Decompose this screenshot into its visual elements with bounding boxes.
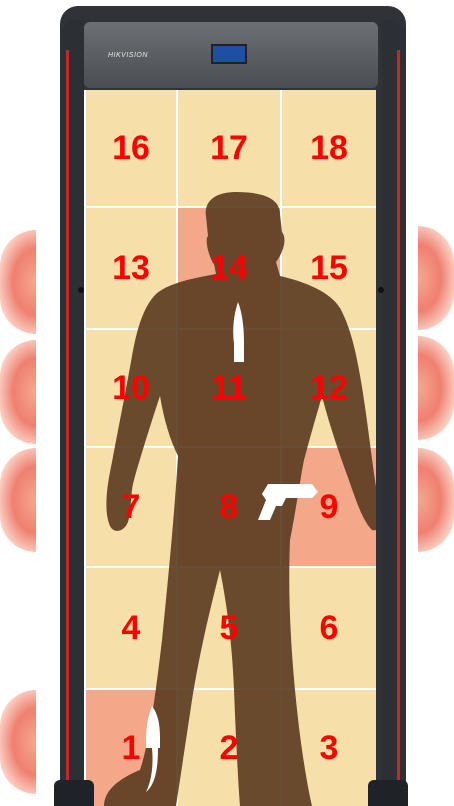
zone-5: 5 xyxy=(178,568,282,690)
zone-number: 16 xyxy=(112,129,150,168)
zone-12: 12 xyxy=(282,330,376,448)
zone-6: 6 xyxy=(282,568,376,690)
zone-1: 1 xyxy=(86,690,178,806)
zone-14: 14 xyxy=(178,208,282,330)
zone-4: 4 xyxy=(86,568,178,690)
left-sensor-dot xyxy=(78,287,84,293)
right-emitter-lower xyxy=(418,448,454,552)
zone-7: 7 xyxy=(86,448,178,568)
zone-number: 7 xyxy=(122,488,141,527)
zone-11: 11 xyxy=(178,330,282,448)
right-post xyxy=(382,20,406,806)
zone-number: 5 xyxy=(220,609,239,648)
zone-15: 15 xyxy=(282,208,376,330)
left-emitter-middle xyxy=(0,340,36,444)
zone-18: 18 xyxy=(282,90,376,208)
zone-3: 3 xyxy=(282,690,376,806)
status-display xyxy=(211,44,247,64)
zone-number: 13 xyxy=(112,249,150,288)
zone-8: 8 xyxy=(178,448,282,568)
left-post-stripe xyxy=(66,50,69,806)
right-foot xyxy=(368,780,408,806)
left-emitter-lower xyxy=(0,448,36,552)
zone-number: 10 xyxy=(112,369,150,408)
zone-number: 14 xyxy=(210,249,248,288)
zone-number: 8 xyxy=(220,488,239,527)
zone-number: 1 xyxy=(122,729,141,768)
right-emitter-middle xyxy=(418,336,454,440)
right-sensor-dot xyxy=(378,287,384,293)
zone-17: 17 xyxy=(178,90,282,208)
zone-number: 2 xyxy=(220,729,239,768)
brand-logo: HIKVISION xyxy=(108,52,148,59)
right-emitter-upper xyxy=(418,226,454,330)
zone-number: 15 xyxy=(310,249,348,288)
zone-2: 2 xyxy=(178,690,282,806)
gate-header-panel: HIKVISION xyxy=(84,22,378,88)
zone-9: 9 xyxy=(282,448,376,568)
zone-number: 4 xyxy=(122,609,141,648)
left-post xyxy=(60,20,84,806)
zone-number: 11 xyxy=(211,369,247,408)
zone-number: 17 xyxy=(210,129,248,168)
zone-number: 3 xyxy=(320,729,339,768)
zone-10: 10 xyxy=(86,330,178,448)
zone-number: 6 xyxy=(320,609,339,648)
zone-number: 12 xyxy=(310,369,348,408)
zone-number: 18 xyxy=(310,129,348,168)
left-emitter-upper xyxy=(0,230,36,334)
zone-13: 13 xyxy=(86,208,178,330)
left-foot xyxy=(54,780,94,806)
zone-16: 16 xyxy=(86,90,178,208)
zone-number: 9 xyxy=(320,488,339,527)
right-post-stripe xyxy=(397,50,400,806)
left-emitter-bottom xyxy=(0,690,36,794)
